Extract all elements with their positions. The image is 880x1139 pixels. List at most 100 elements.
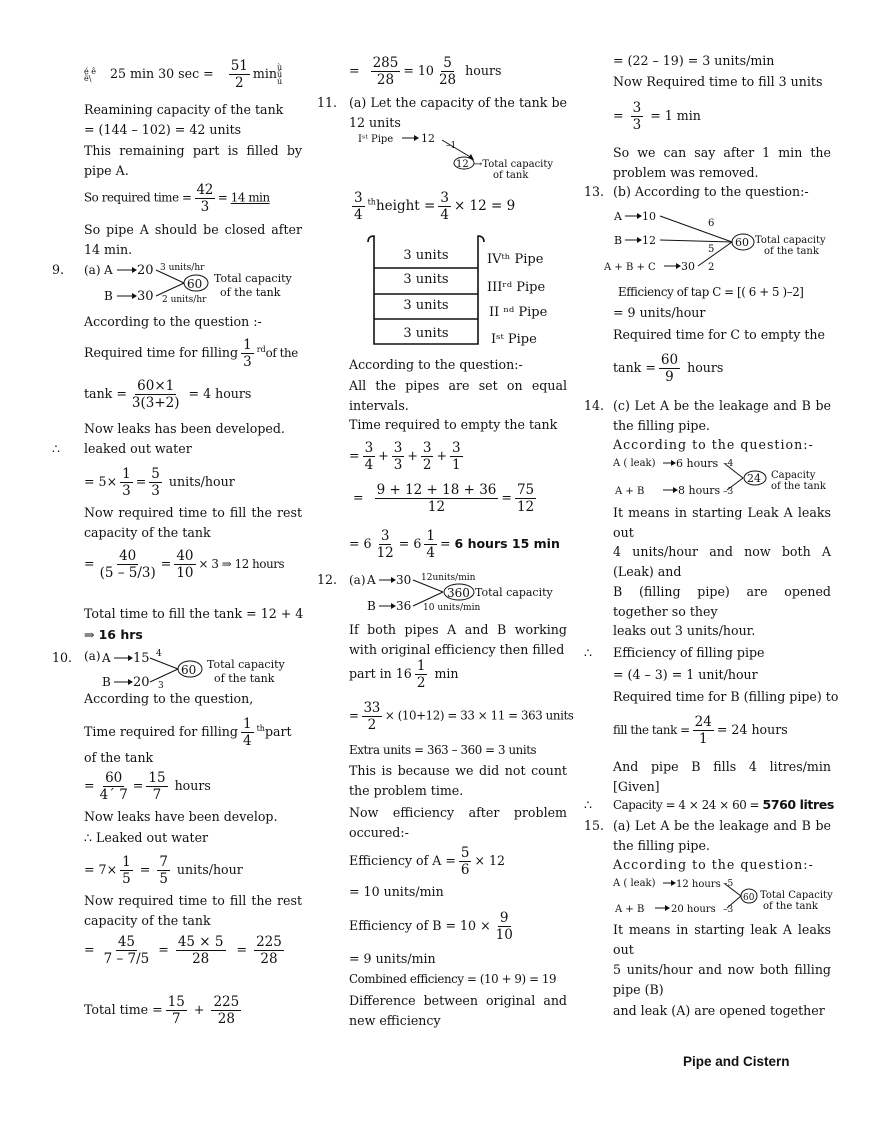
svg-text:–1: –1	[446, 141, 456, 151]
svg-text:B: B	[104, 289, 113, 303]
svg-text:of the tank: of the tank	[214, 672, 275, 685]
svg-text:5: 5	[708, 244, 714, 255]
text-line: So we can say after 1 min the problem wa…	[613, 145, 831, 180]
svg-text:6 hours: 6 hours	[676, 457, 719, 470]
text-line: This remaining part is filled by pipe A.	[84, 143, 302, 178]
svg-text:–3: –3	[723, 487, 734, 497]
text-line: Combined efficiency = (10 + 9) = 19	[349, 972, 557, 986]
text-line: Now Required time to fill 3 units	[613, 74, 823, 89]
svg-text:12 hours: 12 hours	[676, 879, 721, 890]
svg-text:A + B: A + B	[614, 904, 644, 915]
svg-text:30: 30	[137, 289, 154, 304]
svg-text:(a): (a)	[84, 649, 101, 663]
svg-text:of tank: of tank	[493, 170, 529, 181]
text-line: According to the question:-	[613, 857, 814, 872]
svg-text:30: 30	[681, 260, 695, 273]
text-line: Now leaks have been develop.	[84, 809, 278, 824]
svg-text:of the tank: of the tank	[764, 246, 820, 257]
svg-text:60: 60	[743, 893, 755, 903]
text-line: This is because we did not count the pro…	[349, 763, 567, 798]
svg-text:12: 12	[642, 234, 656, 247]
text-line: = (144 – 102) = 42 units	[84, 122, 242, 137]
text-line: Time required to empty the tank	[349, 417, 558, 432]
text-line: It means in starting leak A leaks out	[613, 922, 831, 957]
svg-text:60: 60	[181, 663, 196, 677]
svg-text:of the tank: of the tank	[771, 481, 827, 492]
text-line: (b) According to the question:-	[613, 184, 809, 199]
text-line: and leak (A) are opened together	[613, 1003, 825, 1018]
svg-text:360: 360	[447, 586, 470, 600]
therefore-symbol: ∴	[52, 441, 61, 456]
text-line: According to the question :-	[84, 314, 262, 329]
question-number: 15.	[584, 818, 605, 833]
svg-text:2: 2	[708, 262, 714, 273]
text-line: Required time for B (filling pipe) to	[613, 689, 839, 704]
text-line: According to the question:-	[613, 437, 814, 452]
text-line: = (22 – 19) = 3 units/min	[613, 53, 775, 68]
svg-text:Total capacity: Total capacity	[755, 235, 826, 246]
text-line: = (4 – 3) = 1 unit/hour	[613, 667, 758, 682]
text-line: According to the question,	[84, 691, 254, 706]
text-line: 5 units/hour and now both filling pipe (…	[613, 962, 831, 997]
tank-diagram: 3 units 3 units 3 units 3 units IVᵗʰ Pip…	[366, 232, 586, 347]
pipe-label: Iˢᵗ Pipe	[491, 332, 537, 347]
pipe-label: IVᵗʰ Pipe	[487, 252, 544, 267]
text-line: According to the question:-	[349, 357, 523, 372]
text-line: = 9 units/min	[349, 951, 436, 966]
pipe-diagram-q9: (a) A 20 B 30 3 units/hr2 units/hr 60 To…	[84, 263, 293, 305]
therefore-symbol: ∴	[584, 797, 593, 812]
text-line: = 10 units/min	[349, 884, 444, 899]
question-number: 9.	[52, 262, 65, 277]
svg-text:36: 36	[396, 599, 411, 613]
text-line: = 9 units/hour	[613, 305, 706, 320]
text-line: So pipe A should be closed after 14 min.	[84, 222, 302, 257]
pipe-label: II ⁿᵈ Pipe	[489, 305, 548, 320]
text-line: Now required time to fill the rest capac…	[84, 505, 302, 540]
text-line: B (filling pipe) are opened together so …	[613, 584, 831, 619]
svg-text:2 units/hr: 2 units/hr	[162, 295, 207, 305]
text-line: Required time for C to empty the	[613, 327, 825, 342]
question-number: 13.	[584, 184, 605, 199]
svg-text:of the tank: of the tank	[763, 901, 819, 912]
svg-text:B: B	[614, 234, 622, 247]
svg-text:A: A	[101, 651, 111, 665]
svg-text:Iˢᵗ Pipe: Iˢᵗ Pipe	[358, 134, 393, 145]
svg-text:3: 3	[158, 681, 164, 690]
svg-text:15: 15	[133, 651, 150, 666]
svg-text:A: A	[613, 210, 623, 223]
svg-text:A: A	[366, 573, 376, 587]
svg-text:A: A	[103, 263, 113, 277]
svg-text:–4: –4	[723, 459, 734, 469]
svg-text:A ( leak): A ( leak)	[613, 878, 656, 889]
tank-level: 3 units	[403, 248, 449, 263]
svg-text:Total capacity: Total capacity	[475, 586, 554, 599]
svg-text:Total Capacity: Total Capacity	[760, 890, 833, 901]
text-line: Extra units = 363 – 360 = 3 units	[349, 743, 537, 757]
svg-text:60: 60	[735, 236, 749, 249]
svg-text:–3: –3	[723, 905, 734, 915]
therefore-symbol: ∴	[584, 645, 593, 660]
svg-text:(a): (a)	[84, 263, 101, 277]
svg-text:–5: –5	[723, 879, 734, 889]
svg-text:→Total capacity: →Total capacity	[474, 159, 553, 170]
text-line: And pipe B fills 4 litres/min [Given]	[613, 759, 831, 794]
svg-text:A ( leak): A ( leak)	[613, 458, 656, 469]
text-line: Now required time to fill the rest capac…	[84, 893, 302, 928]
tank-level: 3 units	[403, 298, 449, 313]
